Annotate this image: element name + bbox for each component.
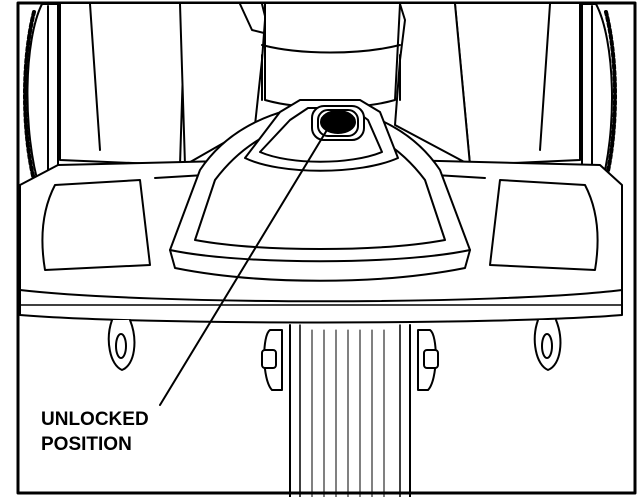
- rear-body: [59, 3, 581, 166]
- callout-leader-line: [159, 124, 331, 406]
- left-rear-wheel: [23, 3, 59, 191]
- anti-tip-loops: [107, 319, 562, 371]
- steering-column: [261, 3, 401, 109]
- callout-label: UNLOCKED POSITION: [41, 407, 149, 457]
- callout-line-1: UNLOCKED: [41, 409, 149, 430]
- tiller-shroud: [169, 99, 471, 282]
- right-rear-wheel: [581, 3, 617, 191]
- callout-line-2: POSITION: [41, 434, 132, 455]
- front-caster: [261, 324, 439, 497]
- frame-border: [16, 1, 637, 495]
